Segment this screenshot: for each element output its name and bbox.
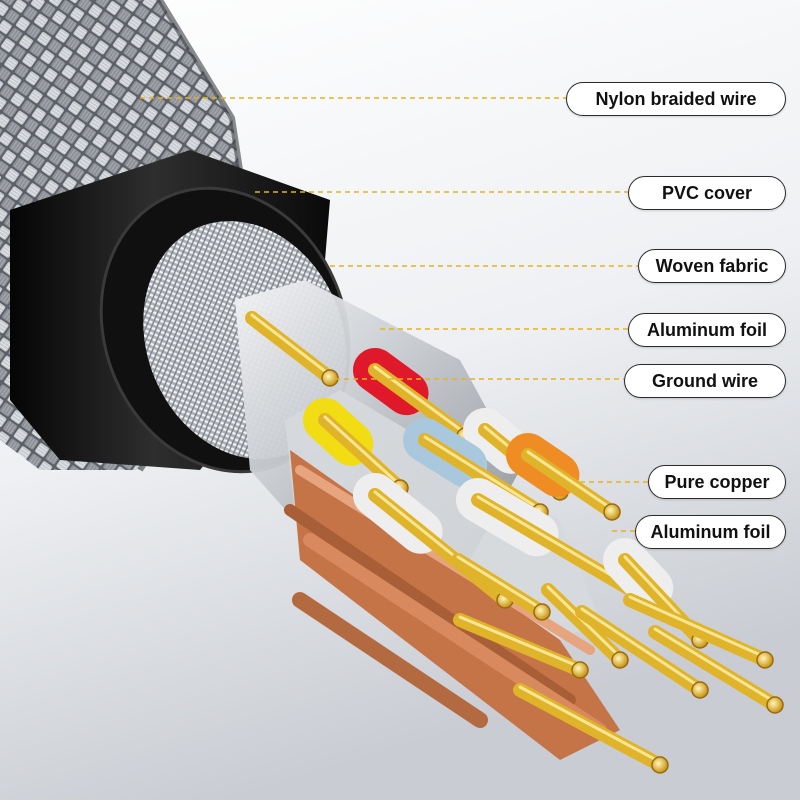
pin-far-right-highlight [653,627,777,704]
pin-lower-mid-highlight [546,585,622,659]
orange-wire-highlight [526,450,614,511]
callout-aluminum-foil-2: Aluminum foil [635,515,786,549]
pin-copper-1-pin [453,613,587,677]
pin-center-tip [533,603,551,621]
callout-nylon-braided-wire: Nylon braided wire [566,82,786,116]
pin-right-upper-pin [623,593,772,667]
pin-center-highlight [456,555,544,611]
blue-wire-highlight [423,435,542,511]
callout-pure-copper: Pure copper [648,465,786,499]
pin-copper-2-highlight [518,685,662,764]
callout-pvc-cover: PVC cover [628,176,786,210]
ground-pin-highlight [250,313,332,377]
pin-center [451,553,551,621]
red-wire-pin [368,363,472,443]
pin-lower-mid-pin [541,583,627,667]
ground-pin [245,311,339,387]
callout-ground-wire: Ground wire [624,364,786,398]
pin-lower-right-tip [691,681,709,699]
callout-aluminum-foil-1: Aluminum foil [628,313,786,347]
yellow-wire [303,398,409,497]
pin-center-pin [451,553,549,619]
ground-pin-pin [245,311,337,385]
conductor-pins [245,311,784,774]
yellow-wire-highlight [323,415,402,487]
orange-wire-pin [521,448,619,519]
pin-right-upper-tip [756,651,774,669]
pin-lower-mid [541,583,629,669]
pin-lower-mid-tip [611,651,629,669]
leader-lines [140,97,648,532]
pin-copper-1-highlight [458,615,582,669]
pin-copper-1 [453,613,589,679]
pin-far-right-pin [648,625,782,712]
pin-copper-2-pin [513,683,667,772]
yellow-wire-pin [318,413,407,495]
pin-copper-1-tip [571,661,589,679]
pin-far-right-tip [766,696,784,714]
pin-far-right [648,625,784,714]
pin-lower-right [575,605,709,699]
callout-woven-fabric: Woven fabric [638,249,786,283]
red-wire-highlight [373,365,467,435]
pin-lower-right-highlight [580,607,702,689]
orange-wire-tip [603,503,621,521]
ground-pin-tip [321,369,339,387]
pin-right-upper [623,593,774,669]
pin-lower-right-pin [575,605,707,697]
pin-copper-2 [513,683,669,774]
orange-wire [506,433,621,521]
pin-copper-2-tip [651,756,669,774]
pin-right-upper-highlight [628,595,767,659]
